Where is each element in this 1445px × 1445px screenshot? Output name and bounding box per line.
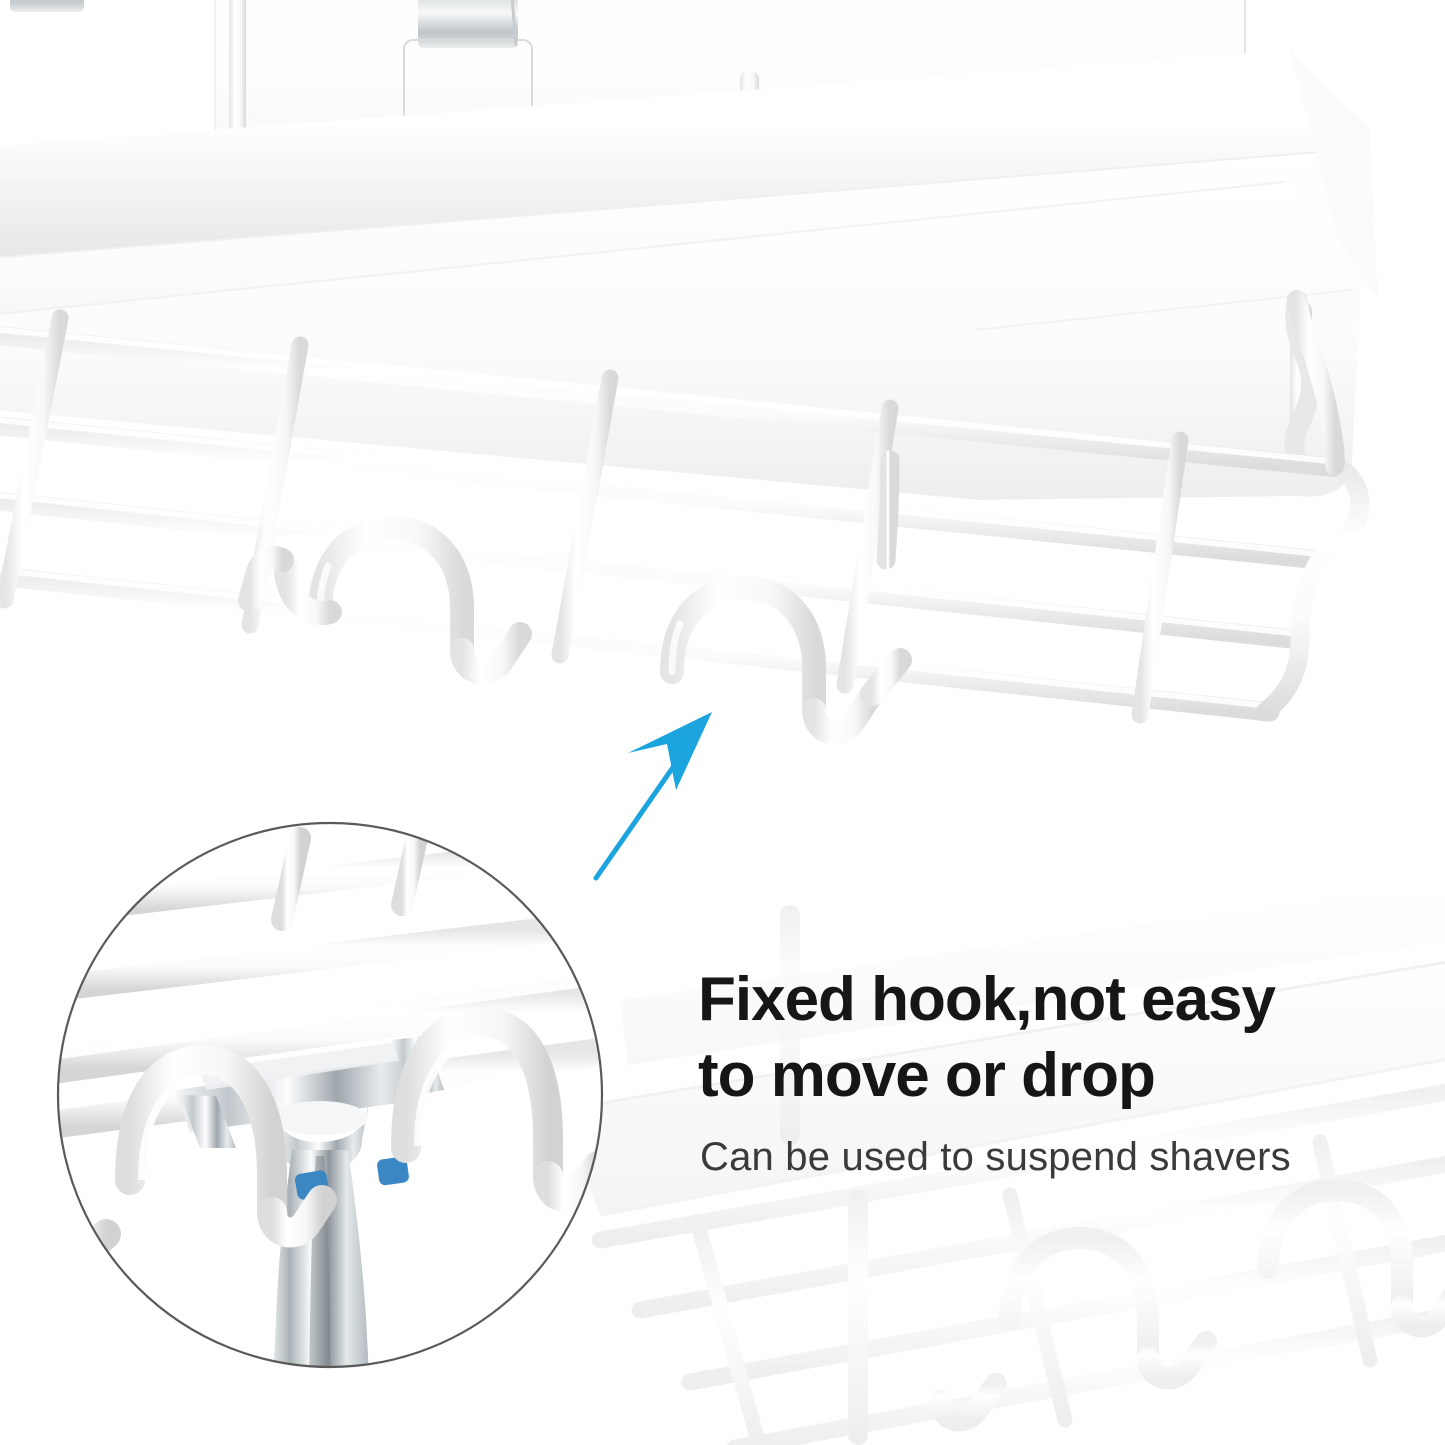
wire-tray-right-edge — [1255, 455, 1370, 722]
headline-text: Fixed hook,not easy to move or drop — [698, 965, 1276, 1110]
fixed-hook-2 — [660, 575, 884, 745]
feature-callout-text: Fixed hook,not easy to move or drop Can … — [698, 962, 1398, 1184]
razor-grip-insert-right — [377, 1156, 409, 1186]
magnifier-front-rail — [58, 975, 602, 1087]
arrow-head-icon — [628, 712, 712, 790]
magnifier-contents — [58, 823, 602, 1367]
adhesive-mount-bracket-3 — [10, 0, 84, 12]
wire-tray-right-riser — [1286, 290, 1345, 476]
leader-line — [593, 760, 679, 881]
subtitle-text: Can be used to suspend shavers — [700, 1135, 1291, 1179]
fixed-hook-3 — [860, 648, 912, 706]
fixed-hooks-group — [238, 515, 912, 745]
magnifier-border — [56, 821, 604, 1369]
shelf-wire-bottom — [0, 326, 1350, 722]
shelf-front-wall — [0, 181, 1362, 500]
shelf-center-drop-post — [876, 450, 900, 570]
fixed-hook-0 — [238, 546, 342, 626]
